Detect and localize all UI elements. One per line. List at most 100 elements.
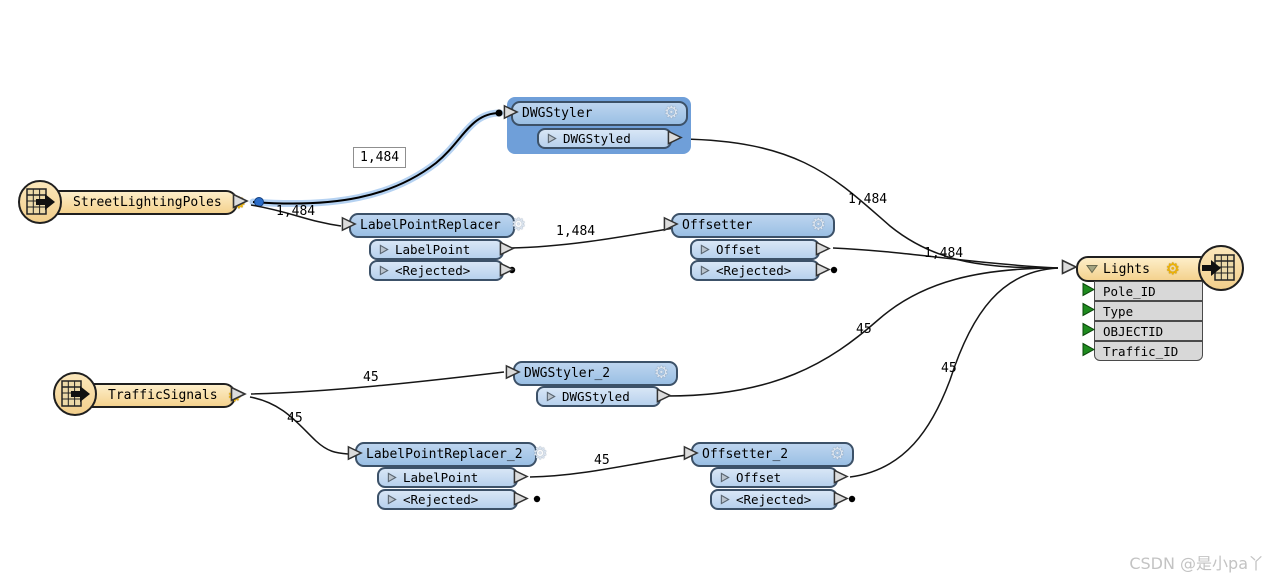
- output-offset[interactable]: Offset: [710, 467, 849, 488]
- node-trafficsignals[interactable]: TrafficSignals ⚙: [79, 383, 247, 408]
- output-port[interactable]: [232, 192, 249, 213]
- output-rejected[interactable]: <Rejected>: [369, 260, 515, 281]
- port-glyph-icon: [700, 244, 710, 255]
- port-glyph-icon: [547, 133, 557, 144]
- port-glyph-icon: [720, 472, 730, 483]
- output-labelpoint[interactable]: LabelPoint: [369, 239, 515, 260]
- node-dwgstyler[interactable]: DWGStyler ⚙: [503, 101, 688, 126]
- output-port[interactable]: [815, 261, 831, 280]
- connection-slp-dwgstyler[interactable]: [252, 112, 501, 205]
- input-port[interactable]: [347, 445, 363, 465]
- connection-count-label[interactable]: 45: [941, 361, 957, 376]
- port-glyph-icon: [720, 494, 730, 505]
- attribute-row-traffic-id[interactable]: Traffic_ID: [1082, 341, 1203, 361]
- output-label: Offset: [736, 470, 782, 485]
- output-label: <Rejected>: [395, 263, 471, 278]
- watermark: CSDN @是小pa丫: [1129, 554, 1264, 573]
- attribute-label: Pole_ID: [1103, 283, 1156, 299]
- connection-count-label[interactable]: 1,484: [924, 246, 964, 261]
- gear-icon[interactable]: ⚙: [663, 103, 679, 123]
- connection-count-label-selected[interactable]: 1,484: [353, 147, 407, 168]
- attribute-row-type[interactable]: Type: [1082, 301, 1203, 321]
- input-port[interactable]: [683, 445, 699, 465]
- output-label: LabelPoint: [395, 242, 471, 257]
- node-label: Lights: [1103, 261, 1150, 277]
- node-label: Offsetter: [682, 218, 753, 233]
- connection-count-label[interactable]: 45: [363, 370, 379, 385]
- output-dwgstyled[interactable]: DWGStyled: [536, 386, 672, 407]
- connection-count-label[interactable]: 45: [856, 322, 872, 337]
- connection-ts-labelpointreplacer2[interactable]: [249, 396, 349, 455]
- attribute-row-pole-id[interactable]: Pole_ID: [1082, 281, 1203, 301]
- port-glyph-icon: [700, 265, 710, 276]
- connection-labelpoint2-offsetter2[interactable]: [529, 454, 687, 478]
- node-lights[interactable]: Lights ⚙: [1061, 256, 1212, 282]
- attribute-port-icon[interactable]: [1082, 302, 1096, 320]
- input-port[interactable]: [505, 364, 521, 384]
- connection-count-label[interactable]: 45: [594, 453, 610, 468]
- port-glyph-icon: [387, 472, 397, 483]
- node-dwgstyler2[interactable]: DWGStyler_2 ⚙: [505, 361, 678, 386]
- output-port[interactable]: [513, 468, 529, 487]
- gear-icon[interactable]: ⚙: [1165, 259, 1180, 278]
- output-port[interactable]: [230, 385, 247, 406]
- output-port[interactable]: [815, 240, 831, 259]
- gear-icon[interactable]: ⚙: [829, 444, 845, 464]
- connection-dwgstyled-lights[interactable]: [681, 138, 1059, 269]
- gear-icon[interactable]: ⚙: [653, 363, 669, 383]
- connection-offset-lights[interactable]: [832, 247, 1059, 269]
- connection-offset2-lights[interactable]: [849, 267, 1059, 478]
- output-rejected[interactable]: <Rejected>: [710, 489, 849, 510]
- node-labelpointreplacer2[interactable]: LabelPointReplacer_2 ⚙: [347, 442, 548, 467]
- gear-icon[interactable]: ⚙: [810, 215, 826, 235]
- output-label: Offset: [716, 242, 762, 257]
- attribute-port-icon[interactable]: [1082, 342, 1096, 360]
- output-label: DWGStyled: [563, 131, 631, 146]
- attribute-port-icon[interactable]: [1082, 322, 1096, 340]
- output-port[interactable]: [667, 129, 683, 148]
- output-port[interactable]: [499, 261, 515, 280]
- attribute-label: OBJECTID: [1103, 323, 1164, 339]
- attribute-row-objectid[interactable]: OBJECTID: [1082, 321, 1203, 341]
- output-port[interactable]: [513, 490, 529, 509]
- node-label: TrafficSignals: [108, 388, 218, 403]
- collapse-arrow-icon[interactable]: [1086, 264, 1098, 274]
- input-port[interactable]: [1061, 259, 1078, 280]
- connection-count-label[interactable]: 1,484: [276, 204, 316, 219]
- output-port[interactable]: [833, 490, 849, 509]
- node-label: DWGStyler: [522, 106, 593, 121]
- node-label: LabelPointReplacer: [360, 218, 501, 233]
- output-offset[interactable]: Offset: [690, 239, 831, 260]
- attribute-port-icon[interactable]: [1082, 282, 1096, 300]
- connection-labelpoint-offsetter[interactable]: [509, 226, 681, 249]
- connection-count-label[interactable]: 45: [287, 411, 303, 426]
- output-port[interactable]: [656, 387, 672, 406]
- node-offsetter[interactable]: Offsetter ⚙: [663, 213, 835, 238]
- node-streetlightingpoles[interactable]: StreetLightingPoles ⚙: [44, 190, 249, 215]
- output-rejected[interactable]: <Rejected>: [690, 260, 831, 281]
- input-port[interactable]: [341, 216, 357, 236]
- port-glyph-icon: [546, 391, 556, 402]
- gear-icon[interactable]: ⚙: [510, 215, 527, 235]
- connection-count-label[interactable]: 1,484: [848, 192, 888, 207]
- connection-dwgstyled2-lights[interactable]: [662, 267, 1059, 397]
- output-label: <Rejected>: [403, 492, 479, 507]
- output-rejected[interactable]: <Rejected>: [377, 489, 529, 510]
- input-port[interactable]: [663, 216, 679, 236]
- connection-count-label[interactable]: 1,484: [556, 224, 596, 239]
- input-port[interactable]: [503, 104, 519, 124]
- connection-slp-labelpointreplacer[interactable]: [250, 204, 342, 227]
- gear-icon[interactable]: ⚙: [532, 444, 548, 464]
- connection-ts-dwgstyler2[interactable]: [250, 371, 505, 395]
- output-port[interactable]: [833, 468, 849, 487]
- unconnected-port-dot: [830, 266, 838, 274]
- output-labelpoint[interactable]: LabelPoint: [377, 467, 529, 488]
- output-port[interactable]: [499, 240, 515, 259]
- node-labelpointreplacer[interactable]: LabelPointReplacer ⚙: [341, 213, 526, 238]
- selected-connection-target-dot[interactable]: [495, 109, 503, 117]
- output-dwgstyled[interactable]: DWGStyled: [537, 128, 683, 149]
- node-label: DWGStyler_2: [524, 366, 611, 381]
- node-offsetter2[interactable]: Offsetter_2 ⚙: [683, 442, 854, 467]
- attribute-label: Traffic_ID: [1103, 343, 1179, 359]
